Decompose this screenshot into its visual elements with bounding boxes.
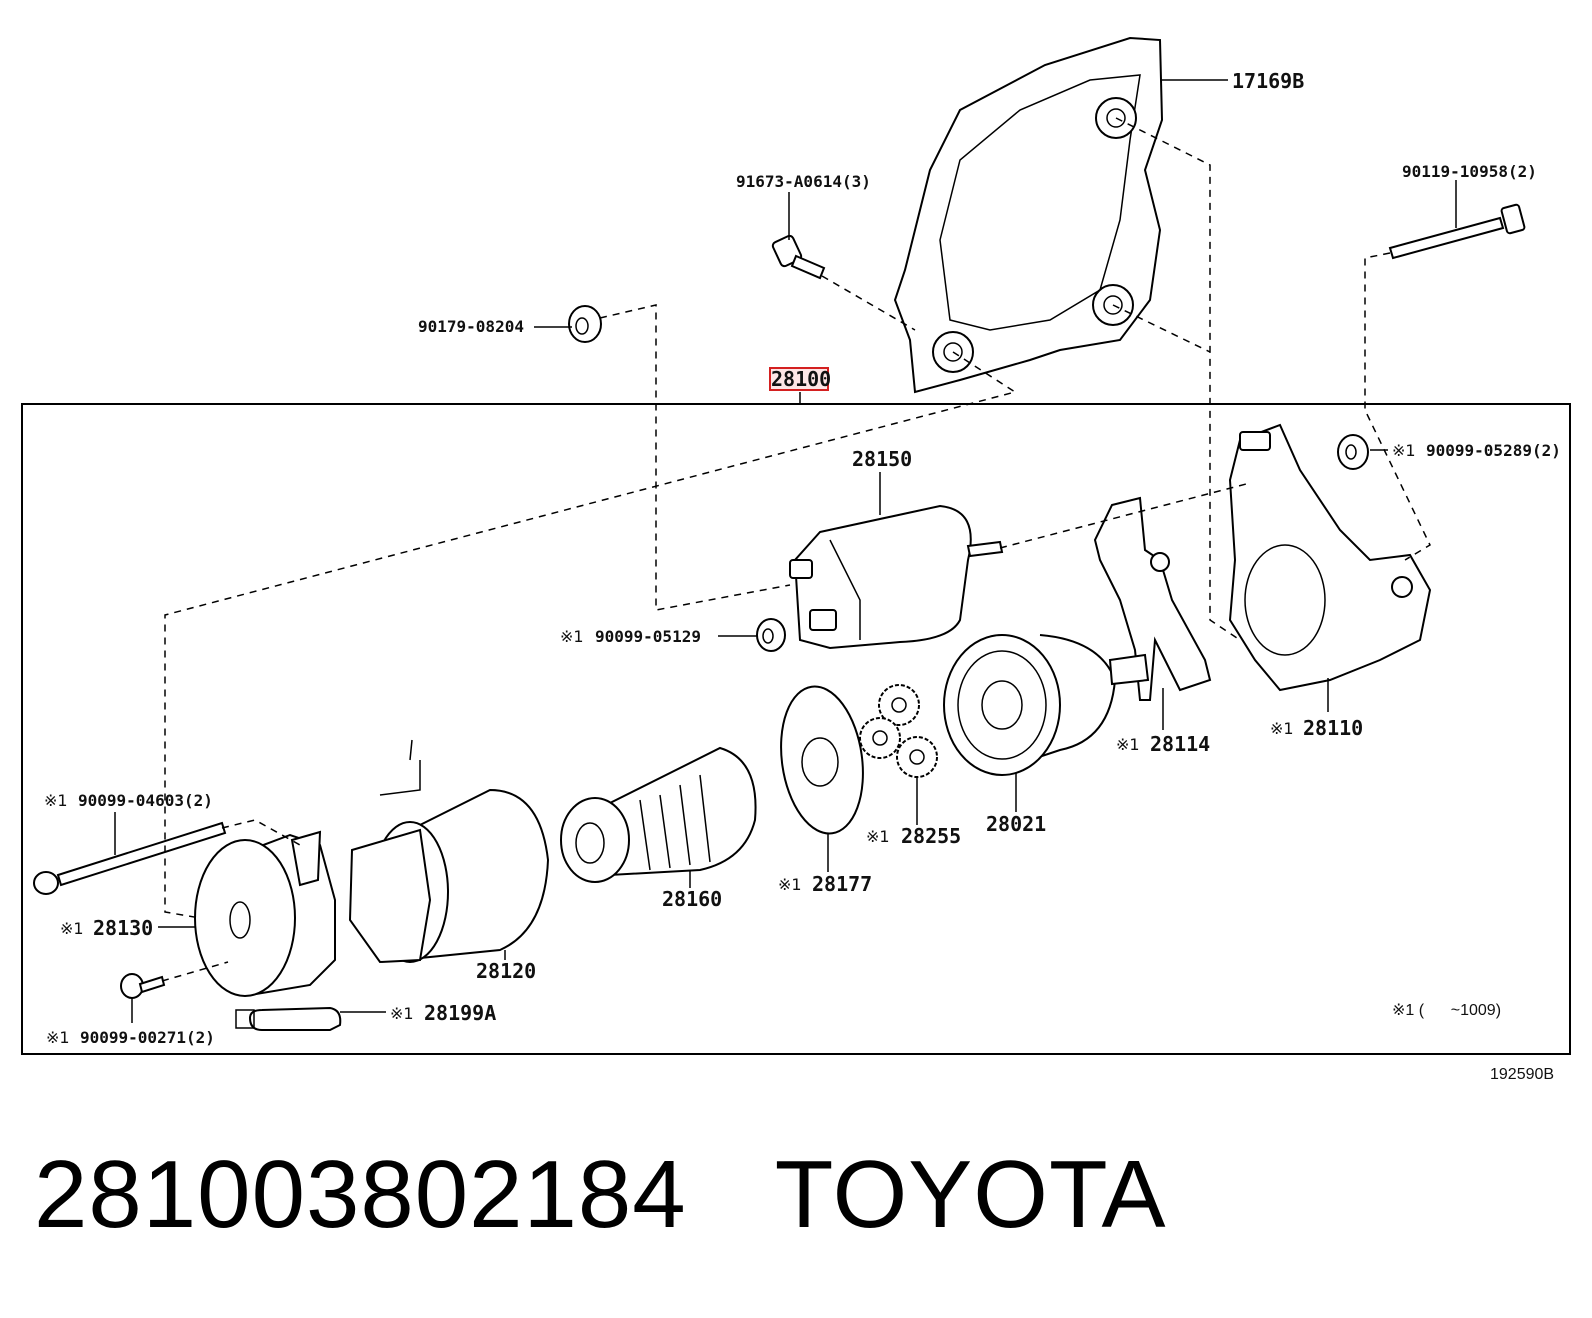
dashed-line-bolt-91673 (821, 275, 916, 331)
drive-lever-28114 (1093, 496, 1212, 701)
bolt-91673 (771, 234, 826, 280)
dashed-line-solenoid-lever (999, 482, 1251, 549)
nut-90099-05129 (756, 618, 786, 652)
label-28177[interactable]: 28177 (812, 872, 872, 896)
through-bolt-90099-04603 (33, 821, 227, 895)
dashed-line-shield-3 (164, 351, 1017, 919)
label-28110[interactable]: 28110 (1303, 716, 1363, 740)
drive-housing-28110 (1228, 423, 1432, 692)
dashed-line-nut-90179 (599, 304, 791, 611)
solenoid-28150 (789, 504, 1004, 650)
label-91673-a0614[interactable]: 91673-A0614(3) (736, 172, 871, 191)
hose-28199a (235, 1006, 342, 1031)
label-28199a[interactable]: 28199A (424, 1001, 496, 1025)
marker-28177: ※1 (778, 875, 802, 894)
label-90099-04603[interactable]: 90099-04603(2) (78, 791, 213, 810)
caption-part-number: 281003802184 (34, 1141, 687, 1248)
dashed-line-shield-2 (1112, 304, 1211, 353)
end-frame-28130 (194, 830, 336, 997)
label-28255[interactable]: 28255 (901, 824, 961, 848)
label-90099-05129[interactable]: 90099-05129 (595, 627, 701, 646)
marker-28199a: ※1 (390, 1004, 414, 1023)
marker-28110: ※1 (1270, 719, 1294, 738)
armature-28160 (560, 746, 757, 883)
label-90119-10958[interactable]: 90119-10958(2) (1402, 162, 1537, 181)
heat-shield-17169b (893, 36, 1164, 394)
dashed-line-bolt-90119 (1364, 252, 1431, 561)
dashed-line-bolt-04603 (221, 819, 301, 846)
label-90179-08204[interactable]: 90179-08204 (418, 317, 524, 336)
label-90099-05289[interactable]: 90099-05289(2) (1426, 441, 1561, 460)
label-28021[interactable]: 28021 (986, 812, 1046, 836)
label-28100[interactable]: 28100 (771, 367, 831, 391)
screw-90099-00271 (120, 973, 166, 999)
yoke-28120 (348, 739, 550, 964)
clutch-28021 (943, 634, 1150, 776)
marker-04603: ※1 (44, 791, 68, 810)
caption: 281003802184 TOYOTA (34, 1140, 1167, 1250)
label-28114[interactable]: 28114 (1150, 732, 1210, 756)
highlight-28100 (769, 367, 829, 391)
marker-28255: ※1 (866, 827, 890, 846)
starter-exploded-diagram: 17169B 91673-A0614(3) 90119-10958(2) 901… (21, 36, 1571, 1083)
dashed-line-shield-1 (1115, 117, 1241, 641)
assembly-frame (21, 403, 1571, 1055)
marker-28130: ※1 (60, 919, 84, 938)
marker-00271: ※1 (46, 1028, 70, 1047)
applicability-note: ※1 ( ~1009) (1392, 1002, 1501, 1019)
nut-90099-05289 (1337, 434, 1369, 470)
dashed-line-screw-00271 (161, 961, 229, 982)
figure-id: 192590B (1490, 1066, 1554, 1083)
label-17169b[interactable]: 17169B (1232, 69, 1304, 93)
marker-05289: ※1 (1392, 441, 1416, 460)
label-28150[interactable]: 28150 (852, 447, 912, 471)
marker-28114: ※1 (1116, 735, 1140, 754)
long-bolt-90119 (1388, 203, 1526, 260)
marker-05129: ※1 (560, 627, 584, 646)
caption-brand: TOYOTA (774, 1141, 1167, 1248)
label-28130[interactable]: 28130 (93, 916, 153, 940)
label-90099-00271[interactable]: 90099-00271(2) (80, 1028, 215, 1047)
nut-90179 (568, 305, 602, 343)
plate-28177 (780, 685, 864, 835)
label-28160[interactable]: 28160 (662, 887, 722, 911)
label-28120[interactable]: 28120 (476, 959, 536, 983)
planet-gears-28255 (859, 684, 938, 778)
